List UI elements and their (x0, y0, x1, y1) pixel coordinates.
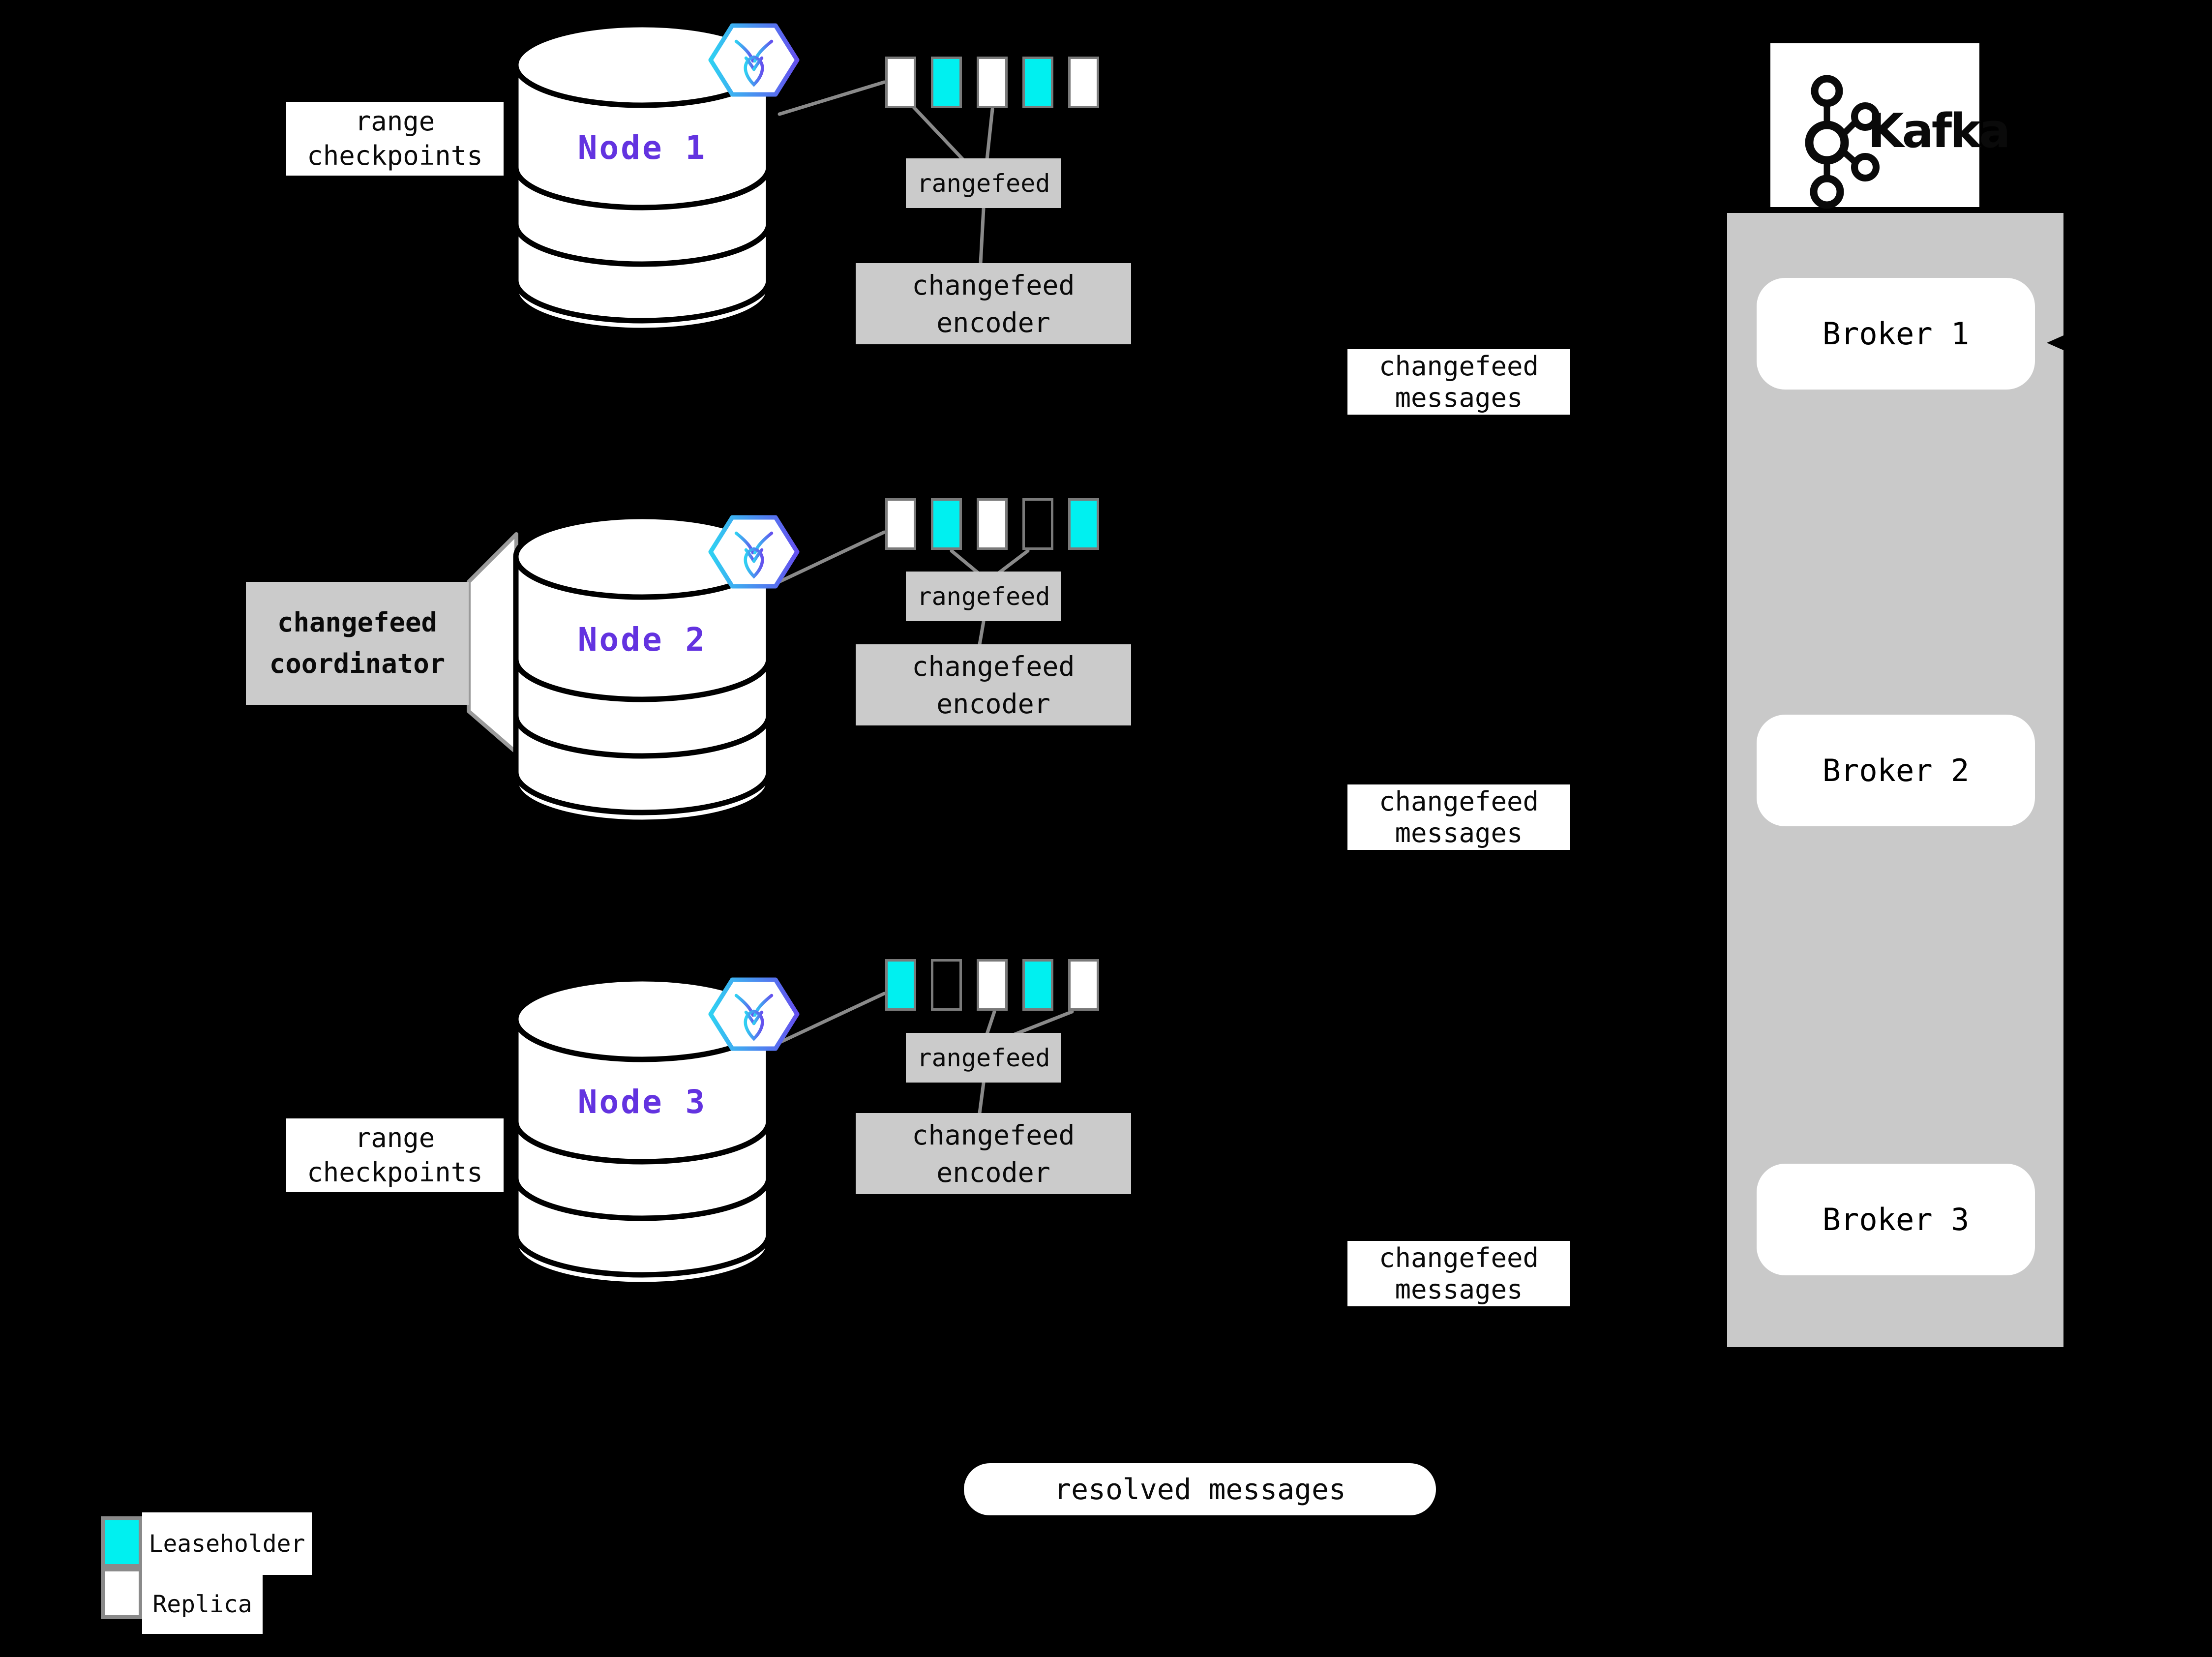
range-cell (1022, 498, 1053, 550)
rangefeed-box-node3: rangefeed (906, 1033, 1061, 1083)
node-3-label: Node 3 (577, 1083, 707, 1121)
rangefeed-box-node1: rangefeed (906, 158, 1061, 208)
rangefeed-box-node2: rangefeed (906, 572, 1061, 621)
messages-line1: changefeed (1378, 1242, 1539, 1273)
messages-line2: messages (1395, 382, 1523, 413)
changefeed-coordinator-box: changefeed coordinator (246, 582, 469, 705)
cockroachdb-logo-icon (711, 26, 797, 94)
range-cell (885, 57, 916, 108)
range-cell (931, 959, 962, 1011)
cockroachdb-logo-icon (711, 980, 797, 1049)
coordinator-line1: changefeed (277, 607, 438, 638)
range-checkpoints-line2: checkpoints (307, 140, 483, 171)
messages-line2: messages (1395, 817, 1523, 848)
encoder-line1: changefeed (912, 1119, 1075, 1151)
encoder-line2: encoder (936, 1156, 1050, 1188)
changefeed-encoder-box-node1: changefeed encoder (856, 263, 1131, 344)
range-cell (1068, 959, 1099, 1011)
range-cell (1068, 498, 1099, 550)
changefeed-messages-label-1: changefeed messages (1347, 349, 1570, 415)
node-2-label: Node 2 (577, 621, 707, 659)
broker-box-3: Broker 3 (1757, 1164, 2035, 1275)
range-checkpoints-line1: range (355, 106, 435, 137)
range-cell (1022, 959, 1053, 1011)
range-checkpoints-label-node1: range checkpoints (286, 102, 504, 176)
range-cell (931, 498, 962, 550)
range-cell (885, 498, 916, 550)
changefeed-messages-label-3: changefeed messages (1347, 1241, 1570, 1306)
range-checkpoints-line2: checkpoints (307, 1157, 483, 1188)
broker-box-2: Broker 2 (1757, 715, 2035, 826)
encoder-line1: changefeed (912, 650, 1075, 682)
broker-box-1: Broker 1 (1757, 278, 2035, 390)
kafka-logo-icon (1805, 75, 1880, 209)
changefeed-encoder-box-node2: changefeed encoder (856, 644, 1131, 725)
coordinator-line2: coordinator (269, 648, 446, 679)
range-checkpoints-label-node3: range checkpoints (286, 1118, 504, 1192)
range-cell (977, 959, 1008, 1011)
messages-line1: changefeed (1378, 785, 1539, 817)
encoder-line2: encoder (936, 688, 1050, 720)
encoder-line1: changefeed (912, 269, 1075, 301)
encoder-line2: encoder (936, 306, 1050, 338)
range-checkpoints-line1: range (355, 1122, 435, 1153)
coordinator-flag (467, 532, 518, 754)
legend-leaseholder-swatch (101, 1516, 143, 1568)
changefeed-encoder-box-node3: changefeed encoder (856, 1113, 1131, 1194)
messages-line1: changefeed (1378, 350, 1539, 382)
range-cell (1022, 57, 1053, 108)
node-1-label: Node 1 (577, 129, 707, 167)
range-cell (885, 959, 916, 1011)
range-cell (977, 498, 1008, 550)
resolved-messages-pill: resolved messages (964, 1463, 1436, 1515)
kafka-wordmark: Kafka (1868, 104, 2010, 158)
messages-line2: messages (1395, 1273, 1523, 1305)
legend-replica-label: Replica (142, 1575, 263, 1634)
arrowhead-into-kafka (2047, 335, 2063, 350)
range-cell (1068, 57, 1099, 108)
range-cell (977, 57, 1008, 108)
legend-replica-swatch (101, 1567, 143, 1619)
legend-leaseholder-label: Leaseholder (142, 1512, 312, 1575)
cockroachdb-logo-icon (711, 517, 797, 586)
range-cell (931, 57, 962, 108)
connector-lines (775, 80, 1074, 1115)
changefeed-messages-label-2: changefeed messages (1347, 784, 1570, 850)
